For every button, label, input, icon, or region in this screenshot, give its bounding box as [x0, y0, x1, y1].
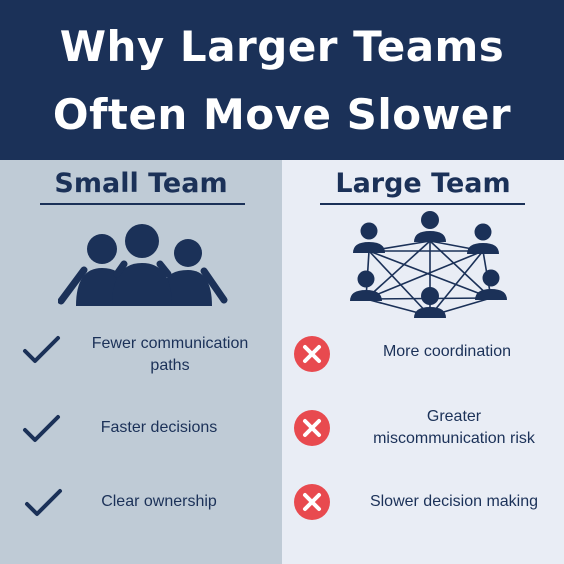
large-team-item-3: Slower decision making [336, 491, 564, 513]
small-team-heading: Small Team [54, 168, 228, 199]
small-team-item-1: Fewer communication paths [66, 333, 274, 377]
small-team-column: Small Team [0, 160, 282, 564]
checkmark-icon [25, 489, 62, 516]
large-team-item-3-line-1: Slower decision making [369, 493, 539, 510]
checkmark-icon [23, 336, 60, 363]
title-line-1: Why Larger Teams [59, 22, 505, 71]
small-team-item-1-line-1: Fewer communication [91, 335, 249, 352]
small-team-underline [40, 203, 245, 205]
large-team-item-2-line-2: miscommunication risk [373, 430, 535, 447]
small-team-item-1-line-2: paths [150, 357, 190, 374]
large-team-item-2: Greater miscommunication risk [336, 406, 564, 450]
small-team-item-2-line-1: Faster decisions [100, 419, 218, 436]
x-circle-icon [294, 410, 330, 446]
small-team-item-3: Clear ownership [56, 491, 262, 513]
people-group-icon [58, 224, 228, 306]
small-team-item-2: Faster decisions [56, 417, 262, 439]
x-circle-icon [294, 336, 330, 372]
header-banner: Why Larger Teams Often Move Slower [0, 0, 564, 160]
network-people-icon [350, 211, 507, 318]
large-team-item-1: More coordination [336, 341, 558, 363]
large-team-underline [320, 203, 525, 205]
checkmark-icon [23, 415, 60, 442]
small-team-item-3-line-1: Clear ownership [101, 493, 217, 510]
large-team-column: Large Team [282, 160, 564, 564]
title-line-2: Often Move Slower [52, 90, 512, 139]
x-circle-icon [294, 484, 330, 520]
large-team-item-1-line-1: More coordination [382, 343, 512, 360]
large-team-heading: Large Team [335, 168, 511, 199]
large-team-item-2-line-1: Greater [426, 408, 482, 425]
